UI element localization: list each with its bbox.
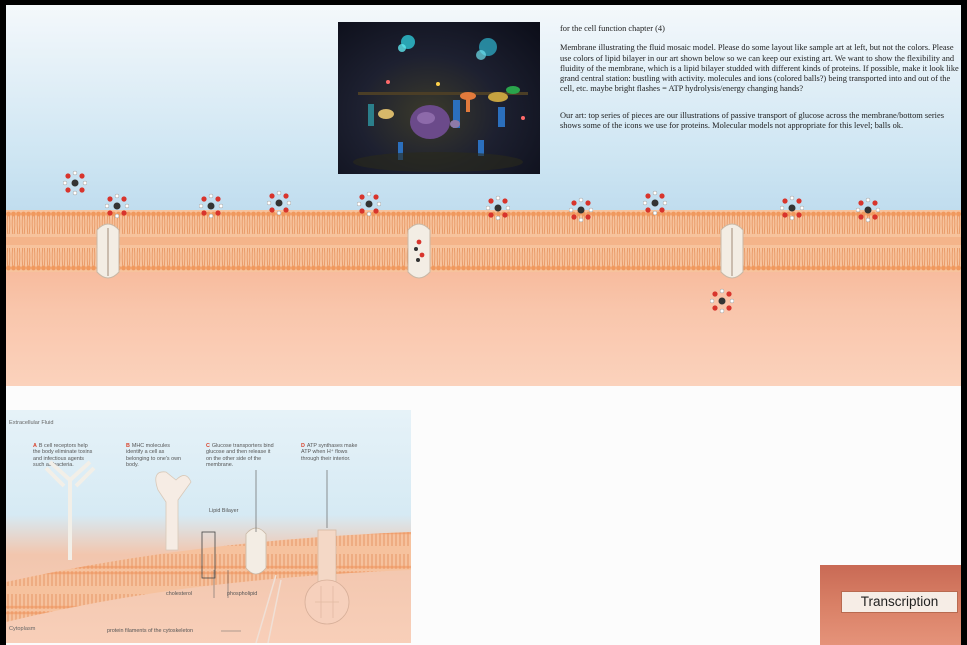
glucose-molecule-icon bbox=[63, 170, 87, 196]
glucose-molecule-icon bbox=[643, 190, 667, 216]
glucose-molecule-icon bbox=[199, 193, 223, 219]
glucose-molecule-icon bbox=[856, 197, 880, 223]
left-black-border bbox=[0, 0, 6, 645]
glucose-molecule-icon bbox=[357, 191, 381, 217]
lipid-bilayer-label: Lipid Bilayer bbox=[209, 508, 239, 514]
glucose-molecule-icon bbox=[780, 195, 804, 221]
phospholipid-label: phospholipid bbox=[227, 591, 257, 597]
glucose-transporter-icon bbox=[404, 222, 434, 280]
glucose-transporter-icon bbox=[93, 222, 123, 280]
filaments-label: protein filaments of the cytoskeleton bbox=[107, 628, 193, 634]
notes-paragraph-2: Our art: top series of pieces are our il… bbox=[560, 111, 960, 132]
sample-art-photo bbox=[338, 22, 540, 174]
glucose-molecule-icon bbox=[105, 193, 129, 219]
notes-heading: for the cell function chapter (4) bbox=[560, 24, 960, 34]
right-black-border bbox=[961, 0, 967, 645]
instruction-notes: for the cell function chapter (4) Membra… bbox=[560, 24, 960, 140]
cytoplasm-background bbox=[6, 262, 961, 386]
transcription-button[interactable]: Transcription bbox=[841, 591, 958, 613]
small-membrane-drawing bbox=[6, 410, 411, 643]
cytoplasm-label: Cytoplasm bbox=[9, 626, 35, 632]
glucose-molecule-icon bbox=[486, 195, 510, 221]
notes-paragraph-1: Membrane illustrating the fluid mosaic m… bbox=[560, 43, 960, 94]
glucose-molecule-icon bbox=[267, 190, 291, 216]
glucose-transporter-icon bbox=[717, 222, 747, 280]
lipid-bilayer bbox=[6, 210, 961, 272]
glucose-molecule-icon bbox=[710, 288, 734, 314]
top-black-border bbox=[0, 0, 967, 5]
cholesterol-label: cholesterol bbox=[166, 591, 192, 597]
transcription-panel: Transcription bbox=[820, 565, 967, 645]
glucose-molecule-icon bbox=[569, 197, 593, 223]
